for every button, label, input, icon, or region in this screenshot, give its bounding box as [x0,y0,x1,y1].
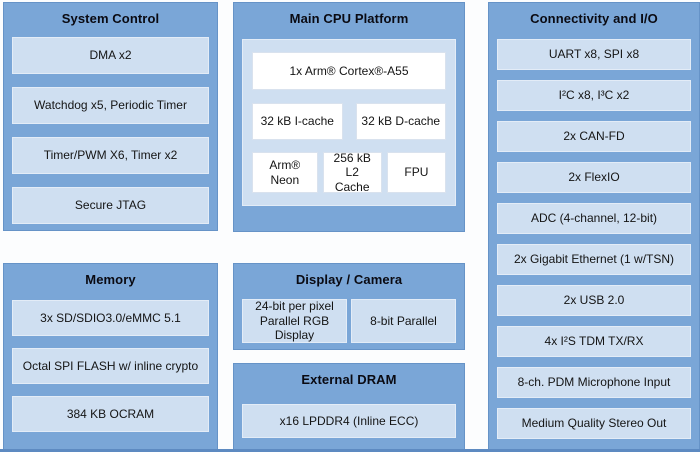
node-ocram: 384 KB OCRAM [12,396,209,432]
node-i2c-i3c: I²C x8, I³C x2 [497,80,691,111]
block-title-memory: Memory [85,272,136,287]
node-stereo-out: Medium Quality Stereo Out [497,408,691,439]
node-can-fd: 2x CAN-FD [497,121,691,152]
node-timer-pwm: Timer/PWM X6, Timer x2 [12,137,209,174]
cpu-cache-row: 32 kB I-cache 32 kB D-cache [252,103,446,140]
cpu-exec-row: Arm® Neon 256 kB L2 Cache FPU [252,151,446,194]
cpu-core-panel: 1x Arm® Cortex®-A55 32 kB I-cache 32 kB … [242,39,456,206]
bottom-edge-bar [0,449,700,452]
block-title-external-dram: External DRAM [301,372,397,387]
node-fpu: FPU [386,152,446,193]
node-sd-sdio-emmc: 3x SD/SDIO3.0/eMMC 5.1 [12,300,209,336]
node-arm-neon: Arm® Neon [252,152,318,193]
block-main-cpu-platform: Main CPU Platform 1x Arm® Cortex®-A55 32… [233,2,465,232]
node-secure-jtag: Secure JTAG [12,187,209,224]
block-title-system-control: System Control [61,11,160,26]
external-dram-items: x16 LPDDR4 (Inline ECC) [234,404,464,438]
node-l2-cache: 256 kB L2 Cache [322,151,382,194]
node-octal-spi-flash: Octal SPI FLASH w/ inline crypto [12,348,209,384]
node-parallel-rgb-display: 24-bit per pixel Parallel RGB Display [242,299,347,343]
node-dcache: 32 kB D-cache [355,103,446,140]
node-8bit-parallel: 8-bit Parallel [351,299,456,343]
block-display-camera: Display / Camera 24-bit per pixel Parall… [233,263,465,350]
memory-items: 3x SD/SDIO3.0/eMMC 5.1 Octal SPI FLASH w… [4,300,217,432]
connectivity-items: UART x8, SPI x8 I²C x8, I³C x2 2x CAN-FD… [489,39,699,439]
node-watchdog-periodic-timer: Watchdog x5, Periodic Timer [12,87,209,124]
system-control-items: DMA x2 Watchdog x5, Periodic Timer Timer… [4,37,217,224]
block-title-connectivity-io: Connectivity and I/O [530,11,658,26]
node-cortex-a55: 1x Arm® Cortex®-A55 [252,52,446,90]
node-adc: ADC (4-channel, 12-bit) [497,203,691,234]
node-gigabit-ethernet: 2x Gigabit Ethernet (1 w/TSN) [497,244,691,275]
node-uart-spi: UART x8, SPI x8 [497,39,691,70]
node-dma: DMA x2 [12,37,209,74]
block-title-display-camera: Display / Camera [295,272,403,287]
block-external-dram: External DRAM x16 LPDDR4 (Inline ECC) [233,363,465,452]
node-usb: 2x USB 2.0 [497,285,691,316]
block-title-main-cpu-platform: Main CPU Platform [289,11,409,26]
block-memory: Memory 3x SD/SDIO3.0/eMMC 5.1 Octal SPI … [3,263,218,452]
block-system-control: System Control DMA x2 Watchdog x5, Perio… [3,2,218,231]
node-lpddr4: x16 LPDDR4 (Inline ECC) [242,404,456,438]
node-flexio: 2x FlexIO [497,162,691,193]
node-i2s-tdm: 4x I²S TDM TX/RX [497,326,691,357]
node-pdm-microphone: 8-ch. PDM Microphone Input [497,367,691,398]
cpu-core-row: 1x Arm® Cortex®-A55 [252,52,446,90]
node-icache: 32 kB I-cache [252,103,343,140]
display-camera-items: 24-bit per pixel Parallel RGB Display 8-… [242,299,456,343]
block-connectivity-io: Connectivity and I/O UART x8, SPI x8 I²C… [488,2,700,452]
